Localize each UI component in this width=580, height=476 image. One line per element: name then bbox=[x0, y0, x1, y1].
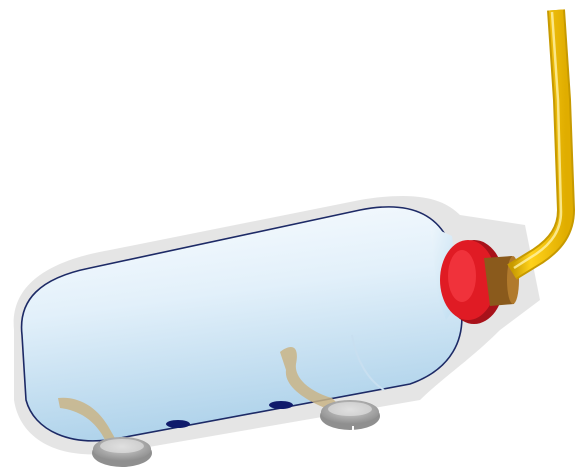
hole-left bbox=[166, 420, 190, 428]
strap-right bbox=[280, 347, 340, 410]
foot-right bbox=[320, 400, 380, 430]
strap-left bbox=[58, 397, 116, 442]
hole-right bbox=[269, 401, 293, 409]
foot-left bbox=[92, 437, 152, 467]
yellow-tube bbox=[507, 9, 575, 280]
red-stopper bbox=[440, 240, 504, 324]
